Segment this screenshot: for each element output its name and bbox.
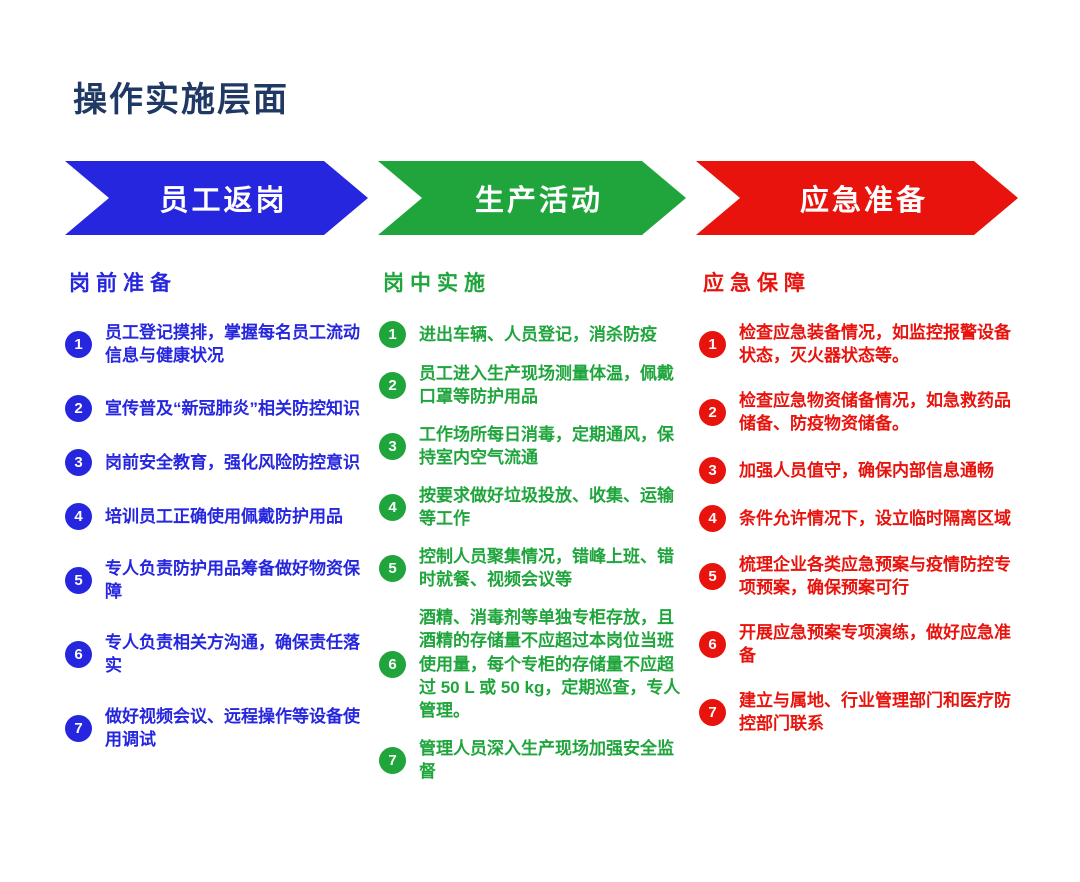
list-item: 3 工作场所每日消毒，定期通风，保持室内空气流通 <box>379 423 687 470</box>
item-text: 宣传普及“新冠肺炎”相关防控知识 <box>105 398 360 418</box>
page-title: 操作实施层面 <box>73 81 289 119</box>
item-number-badge: 7 <box>699 698 726 726</box>
list-item: 6 开展应急预案专项演练，做好应急准备 <box>699 621 1021 668</box>
column-header: 应急保障 <box>703 272 811 295</box>
item-number-badge: 5 <box>699 562 726 590</box>
list-item: 4 条件允许情况下，设立临时隔离区域 <box>699 504 1021 532</box>
item-number-badge: 6 <box>379 650 406 678</box>
item-text: 工作场所每日消毒，定期通风，保持室内空气流通 <box>419 424 674 468</box>
list-item: 5 梳理企业各类应急预案与疫情防控专项预案，确保预案可行 <box>699 553 1021 600</box>
item-text: 检查应急物资储备情况，如急救药品储备、防疫物资储备。 <box>739 390 1011 434</box>
item-number-badge: 7 <box>379 746 406 774</box>
column-header: 岗中实施 <box>383 272 491 295</box>
item-text: 岗前安全教育，强化风险防控意识 <box>105 452 360 472</box>
item-text: 进出车辆、人员登记，消杀防疫 <box>419 324 657 344</box>
item-text: 员工进入生产现场测量体温，佩戴口罩等防护用品 <box>419 364 674 407</box>
list-item: 5 控制人员聚集情况，错峰上班、错时就餐、视频会议等 <box>379 545 687 592</box>
item-number-badge: 4 <box>65 502 92 530</box>
item-text: 专人负责相关方沟通，确保责任落实 <box>105 632 360 676</box>
item-number-badge: 2 <box>379 371 406 399</box>
item-number-badge: 3 <box>65 448 92 476</box>
item-text: 建立与属地、行业管理部门和医疗防控部门联系 <box>739 690 1011 734</box>
phase-arrow-employee-return: 员工返岗 <box>65 161 368 235</box>
list-item: 6 酒精、消毒剂等单独专柜存放，且酒精的存储量不应超过本岗位当班使用量，每个专柜… <box>379 606 687 723</box>
item-number-badge: 4 <box>699 504 726 532</box>
item-number-badge: 3 <box>699 456 726 484</box>
list-item: 1 检查应急装备情况，如监控报警设备状态，灭火器状态等。 <box>699 321 1021 368</box>
item-number-badge: 1 <box>699 330 726 358</box>
item-number-badge: 3 <box>379 432 406 460</box>
phase-arrow-production-activity: 生产活动 <box>378 161 686 235</box>
item-text: 做好视频会议、远程操作等设备使用调试 <box>105 706 360 750</box>
item-text: 培训员工正确使用佩戴防护用品 <box>105 506 343 526</box>
item-text: 开展应急预案专项演练，做好应急准备 <box>739 622 1011 666</box>
item-number-badge: 2 <box>699 398 726 426</box>
item-text: 检查应急装备情况，如监控报警设备状态，灭火器状态等。 <box>739 323 1011 366</box>
item-text: 按要求做好垃圾投放、收集、运输等工作 <box>419 485 674 529</box>
list-item: 7 做好视频会议、远程操作等设备使用调试 <box>65 705 367 752</box>
phase-arrow-label: 应急准备 <box>799 185 928 217</box>
phase-arrow-emergency-readiness: 应急准备 <box>696 161 1018 235</box>
item-text: 专人负责防护用品筹备做好物资保障 <box>105 558 360 602</box>
phase-arrow-label: 员工返岗 <box>159 185 288 217</box>
item-number-badge: 2 <box>65 394 92 422</box>
column-header: 岗前准备 <box>69 272 177 295</box>
item-number-badge: 6 <box>65 640 92 668</box>
item-text: 管理人员深入生产现场加强安全监督 <box>419 738 674 782</box>
item-text: 条件允许情况下，设立临时隔离区域 <box>739 508 1011 528</box>
item-number-badge: 1 <box>379 321 406 348</box>
list-item: 4 按要求做好垃圾投放、收集、运输等工作 <box>379 484 687 531</box>
item-number-badge: 5 <box>379 554 406 582</box>
list-item: 2 检查应急物资储备情况，如急救药品储备、防疫物资储备。 <box>699 389 1021 436</box>
content-columns: 岗前准备 1 员工登记摸排，掌握每名员工流动信息与健康状况 2 宣传普及“新冠肺… <box>65 267 1080 798</box>
list-item: 4 培训员工正确使用佩戴防护用品 <box>65 502 367 530</box>
phase-arrow-label: 生产活动 <box>474 185 603 217</box>
phase-arrows: 员工返岗 生产活动 应急准备 <box>65 161 1080 235</box>
item-text: 酒精、消毒剂等单独专柜存放，且酒精的存储量不应超过本岗位当班使用量，每个专柜的存… <box>419 607 681 721</box>
item-number-badge: 4 <box>379 493 406 521</box>
list-item: 1 进出车辆、人员登记，消杀防疫 <box>379 321 687 348</box>
item-text: 控制人员聚集情况，错峰上班、错时就餐、视频会议等 <box>419 546 674 590</box>
list-item: 5 专人负责防护用品筹备做好物资保障 <box>65 557 367 604</box>
item-text: 加强人员值守，确保内部信息通畅 <box>739 460 994 480</box>
list-item: 3 岗前安全教育，强化风险防控意识 <box>65 448 367 476</box>
item-number-badge: 7 <box>65 714 92 742</box>
list-item: 2 宣传普及“新冠肺炎”相关防控知识 <box>65 394 367 422</box>
list-item: 1 员工登记摸排，掌握每名员工流动信息与健康状况 <box>65 321 367 368</box>
item-text: 员工登记摸排，掌握每名员工流动信息与健康状况 <box>105 323 360 366</box>
item-number-badge: 6 <box>699 630 726 658</box>
column-on-job-implementation: 岗中实施 1 进出车辆、人员登记，消杀防疫 2 员工进入生产现场测量体温，佩戴口… <box>379 267 687 798</box>
list-item: 7 建立与属地、行业管理部门和医疗防控部门联系 <box>699 689 1021 736</box>
list-item: 3 加强人员值守，确保内部信息通畅 <box>699 456 1021 484</box>
item-number-badge: 1 <box>65 330 92 358</box>
list-item: 7 管理人员深入生产现场加强安全监督 <box>379 737 687 784</box>
item-text: 梳理企业各类应急预案与疫情防控专项预案，确保预案可行 <box>739 554 1011 598</box>
list-item: 2 员工进入生产现场测量体温，佩戴口罩等防护用品 <box>379 362 687 409</box>
column-pre-job-preparation: 岗前准备 1 员工登记摸排，掌握每名员工流动信息与健康状况 2 宣传普及“新冠肺… <box>65 267 367 798</box>
list-item: 6 专人负责相关方沟通，确保责任落实 <box>65 631 367 678</box>
column-emergency-support: 应急保障 1 检查应急装备情况，如监控报警设备状态，灭火器状态等。 2 检查应急… <box>699 267 1021 798</box>
item-number-badge: 5 <box>65 566 92 594</box>
